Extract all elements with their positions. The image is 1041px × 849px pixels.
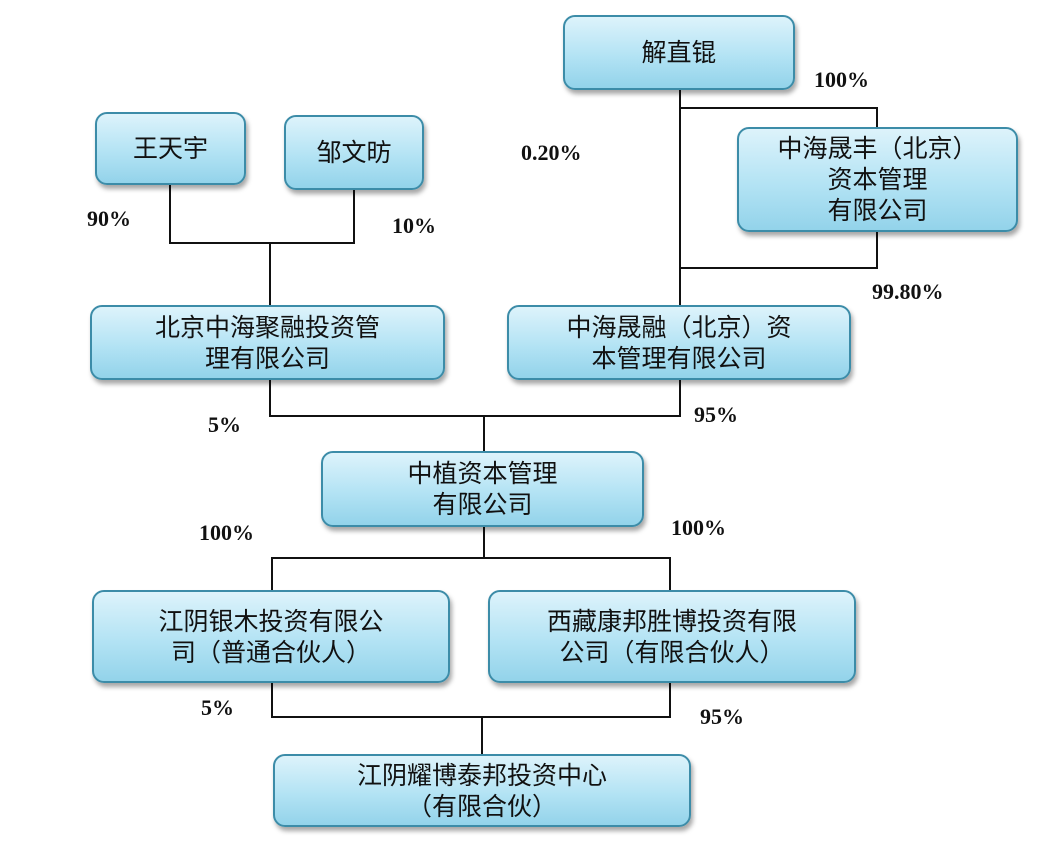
- entity-jiangyin-yinmu: 江阴银木投资有限公 司（普通合伙人）: [92, 590, 450, 683]
- line-jurong-zhongzhi: [269, 380, 681, 417]
- pct-xie-shengrong: 0.20%: [521, 140, 582, 165]
- pct-shengfeng-shengrong: 99.80%: [872, 279, 944, 304]
- pct-zhongzhi-kangbang: 100%: [671, 515, 726, 540]
- pct-shengrong-zhongzhi: 95%: [694, 402, 738, 427]
- entity-xie-zhigun: 解直锟: [563, 15, 795, 90]
- entity-beijing-zhonghai-jurong: 北京中海聚融投资管 理有限公司: [90, 305, 445, 380]
- entity-zou-wenfang: 邹文昉: [284, 115, 424, 190]
- entity-zhongzhi-capital: 中植资本管理 有限公司: [321, 451, 644, 527]
- line-children-yaobo: [271, 683, 671, 718]
- entity-wang-tianyu: 王天宇: [95, 112, 246, 185]
- line-shengfeng-shengrong: [680, 232, 878, 269]
- line-wang-jurong: [169, 185, 355, 244]
- entity-jiangyin-yaobo: 江阴耀博泰邦投资中心 （有限合伙）: [273, 754, 691, 827]
- line-children-bar: [271, 557, 671, 590]
- entity-zhonghai-shengfeng: 中海晟丰（北京） 资本管理 有限公司: [737, 127, 1018, 232]
- pct-zhongzhi-yinmu: 100%: [199, 520, 254, 545]
- line-xie-shengfeng: [679, 90, 878, 127]
- entity-xizang-kangbang: 西藏康邦胜博投资有限 公司（有限合伙人）: [488, 590, 856, 683]
- entity-zhonghai-shengrong: 中海晟融（北京）资 本管理有限公司: [507, 305, 851, 380]
- pct-wang-jurong: 90%: [87, 206, 131, 231]
- pct-zou-jurong: 10%: [392, 213, 436, 238]
- pct-yinmu-yaobo: 5%: [201, 695, 234, 720]
- pct-xie-shengfeng: 100%: [814, 67, 869, 92]
- pct-jurong-zhongzhi: 5%: [208, 412, 241, 437]
- pct-kangbang-yaobo: 95%: [700, 704, 744, 729]
